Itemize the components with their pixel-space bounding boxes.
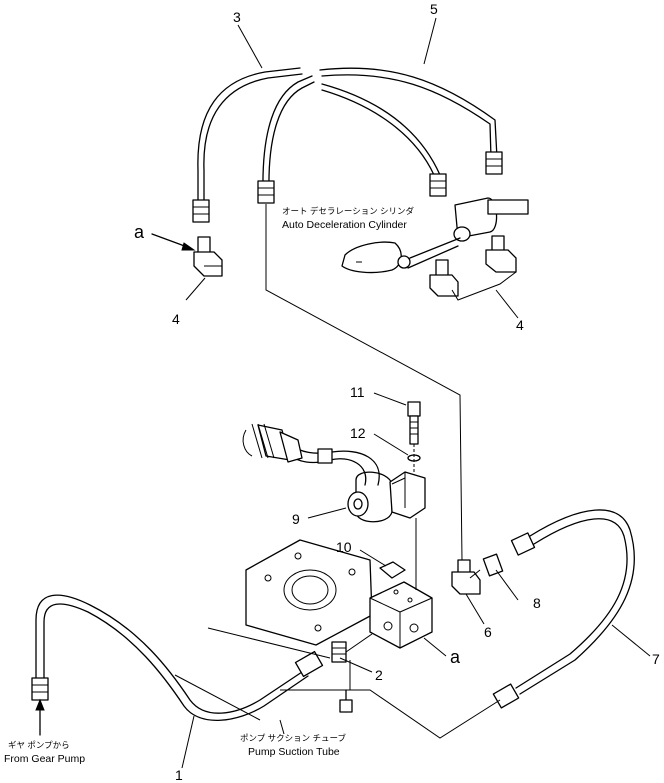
fitting-2 xyxy=(331,641,347,663)
valve-base-block xyxy=(369,581,433,649)
callout-4-left: 4 xyxy=(172,311,180,327)
leader-2 xyxy=(339,657,373,673)
adapter-8 xyxy=(469,553,504,579)
callout-3: 3 xyxy=(233,9,241,25)
fitting-2-axis xyxy=(345,633,373,653)
auto-deceleration-cylinder xyxy=(341,197,529,274)
callout-8: 8 xyxy=(533,595,541,611)
callout-7: 7 xyxy=(652,651,660,667)
hose-7 xyxy=(492,509,635,709)
fitting-5-end-left xyxy=(429,173,447,197)
elbow-4-left xyxy=(193,236,223,277)
arrow-a-top-head xyxy=(181,242,196,251)
leader-7 xyxy=(611,624,651,657)
hose-1 xyxy=(31,594,324,721)
callout-10: 10 xyxy=(336,539,352,555)
hose-3 xyxy=(197,67,315,201)
callout-11: 11 xyxy=(350,384,365,400)
callout-2: 2 xyxy=(375,667,383,683)
leader-4-right-bracket xyxy=(451,271,517,301)
guide-line-lower-d xyxy=(280,689,501,739)
callout-4-right: 4 xyxy=(516,317,524,333)
suction-tube-fitting xyxy=(339,699,353,713)
callout-5: 5 xyxy=(430,1,438,17)
leader-a-bottom xyxy=(423,637,447,657)
elbow-6 xyxy=(451,559,481,595)
leader-6 xyxy=(465,593,485,625)
leader-3 xyxy=(237,24,263,69)
guide-line-lower-a xyxy=(207,627,331,659)
fitting-3-end-right xyxy=(257,180,275,204)
leader-9 xyxy=(307,507,347,519)
leader-4-left xyxy=(185,277,206,301)
elbow-4-cyl-a xyxy=(429,259,459,297)
leader-11 xyxy=(373,392,407,406)
callout-1: 1 xyxy=(175,767,183,783)
hose-5 xyxy=(319,67,498,176)
leader-8 xyxy=(495,569,519,601)
leader-12 xyxy=(373,433,409,456)
callout-9: 9 xyxy=(292,511,300,527)
connector-plug xyxy=(242,423,303,463)
label-suction-jp: ポンプ サクション チューブ xyxy=(240,733,346,743)
leader-1 xyxy=(181,715,195,769)
callout-12: 12 xyxy=(350,425,366,441)
guide-line-lower-b xyxy=(174,674,261,721)
label-cylinder-en: Auto Deceleration Cylinder xyxy=(282,219,407,231)
label-cylinder-jp: オート デセラレーション シリンダ xyxy=(282,206,415,216)
guide-line-upper xyxy=(265,204,463,561)
solenoid-valve-9 xyxy=(289,445,426,523)
mounting-plate xyxy=(245,539,373,646)
label-suction-en: Pump Suction Tube xyxy=(248,746,340,758)
elbow-4-cyl-b xyxy=(485,235,517,273)
leader-10 xyxy=(359,549,387,567)
label-gear-pump-jp: ギヤ ポンプから xyxy=(8,740,70,750)
callout-a-top: a xyxy=(134,222,145,242)
fitting-5-end-right xyxy=(485,151,503,175)
leader-5 xyxy=(423,17,437,65)
arrow-gear-pump-head xyxy=(35,698,45,711)
bolt-11 xyxy=(407,401,421,445)
plate-10 xyxy=(379,561,406,579)
leader-4-right xyxy=(495,289,519,319)
callout-a-bottom: a xyxy=(450,647,461,667)
fitting-3-end-left xyxy=(192,199,210,223)
leader-suction xyxy=(279,719,285,735)
callout-6: 6 xyxy=(484,624,492,640)
label-gear-pump-en: From Gear Pump xyxy=(4,753,85,765)
